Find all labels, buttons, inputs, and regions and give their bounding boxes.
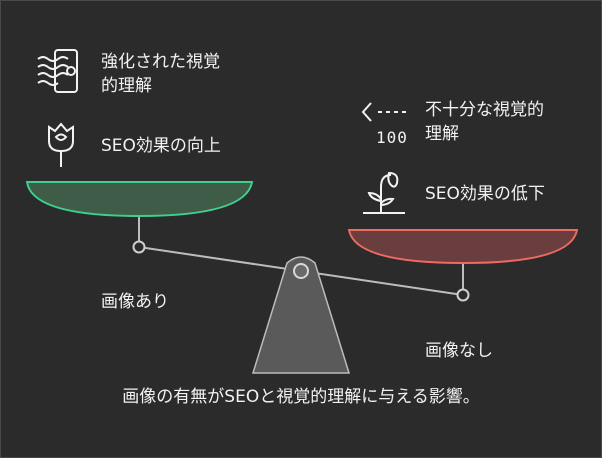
wind-document-icon <box>37 49 78 93</box>
enhanced-visual-line2: 的理解 <box>101 76 152 96</box>
enhanced-visual-line1: 強化された視覚 <box>101 52 220 72</box>
diagram-caption: 画像の有無がSEOと視覚的理解に与える影響。 <box>122 387 480 407</box>
rose-icon <box>48 122 74 167</box>
fulcrum-pivot <box>293 263 309 279</box>
wilted-flower-icon <box>363 171 405 214</box>
insufficient-visual-line1: 不十分な視覚的 <box>425 100 544 120</box>
left-beam-knob <box>132 240 146 254</box>
right-beam-knob <box>456 288 470 302</box>
seo-improved-label: SEO効果の向上 <box>101 136 221 156</box>
seo-reduced-label: SEO効果の低下 <box>425 184 545 204</box>
faucet-icon-number: 100 <box>376 128 408 147</box>
fulcrum <box>251 256 351 374</box>
with-image-label: 画像あり <box>101 292 169 312</box>
faucet-icon <box>361 102 406 122</box>
right-pan <box>347 229 579 265</box>
insufficient-visual-line2: 理解 <box>425 124 459 144</box>
without-image-label: 画像なし <box>425 341 493 361</box>
left-pan <box>25 181 254 218</box>
